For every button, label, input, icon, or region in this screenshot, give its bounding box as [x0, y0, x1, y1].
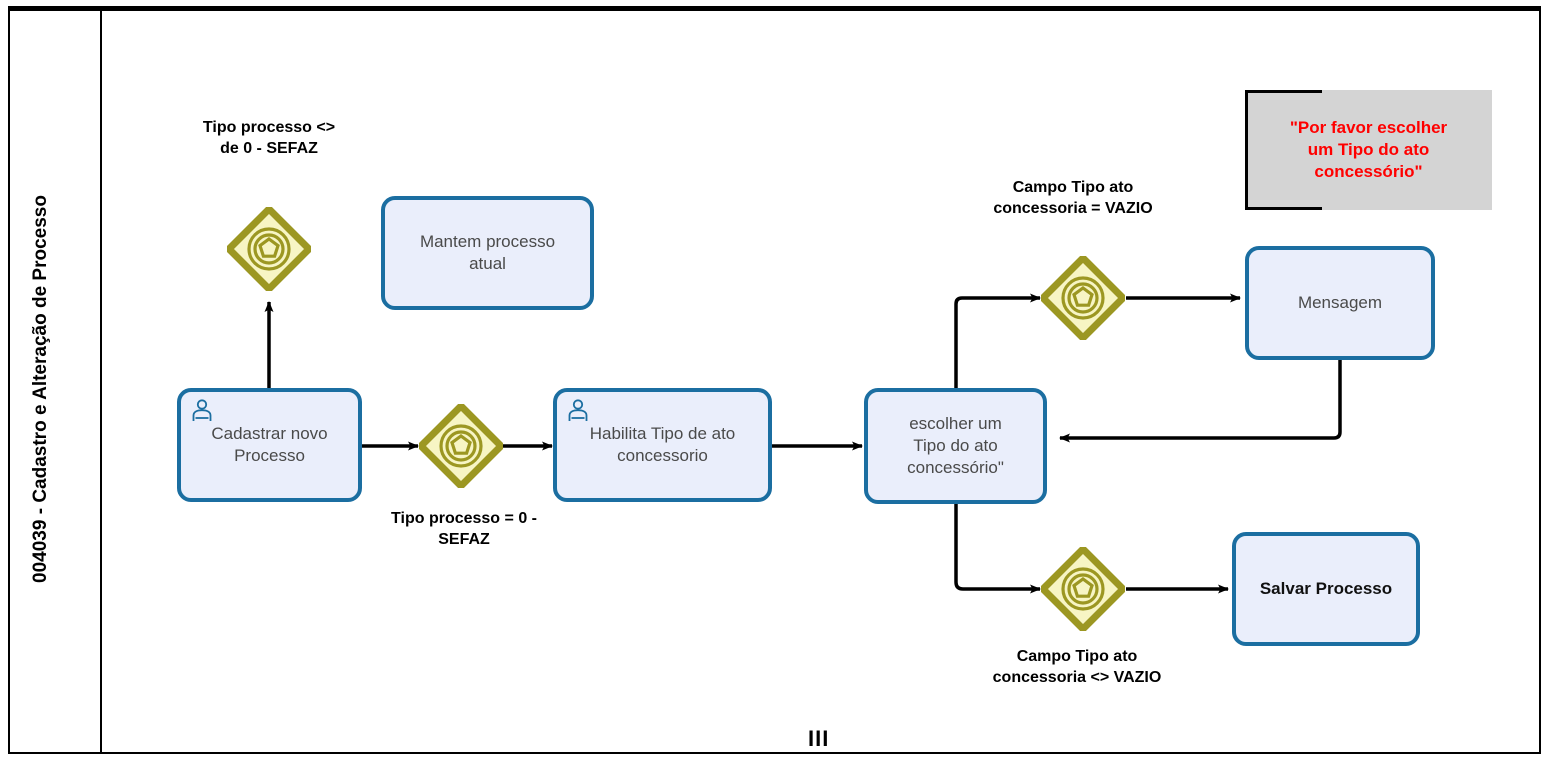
gateway-tipo-processo[interactable] [416, 401, 506, 491]
note-bracket-bottom [1245, 207, 1322, 210]
task-label: Mensagem [1297, 293, 1383, 313]
gateway-tipo-processo-nao-sefaz[interactable] [224, 204, 314, 294]
gateway-campo-vazio[interactable] [1038, 253, 1128, 343]
note-text: "Por favor escolher um Tipo do ato conce… [1289, 117, 1448, 182]
condition-label-campo-vazio: Campo Tipo ato concessoria = VAZIO [993, 179, 1153, 217]
task-label: Cadastrar novo Processo [211, 424, 328, 465]
condition-label-campo-nao-vazio: Campo Tipo ato concessoria <> VAZIO [992, 648, 1162, 686]
note-bracket-top [1245, 90, 1322, 93]
note-bracket-left [1245, 90, 1248, 210]
task-escolher-tipo-ato-concessorio[interactable]: escolher um Tipo do ato concessório" [864, 388, 1047, 504]
task-label: Mantem processo atual [419, 232, 556, 273]
user-icon [568, 399, 588, 421]
task-habilita-tipo-ato-concessorio[interactable]: Habilita Tipo de ato concessorio [553, 388, 772, 502]
lane-title: 004039 - Cadastro e Alteração de Process… [30, 195, 51, 583]
lane-divider [100, 8, 102, 752]
user-icon [192, 399, 212, 421]
condition-label-tipo-processo-igual-sefaz: Tipo processo = 0 - SEFAZ [391, 510, 537, 548]
task-mensagem[interactable]: Mensagem [1245, 246, 1435, 360]
note-mensagem-texto: "Por favor escolher um Tipo do ato conce… [1245, 90, 1492, 210]
condition-label-tipo-processo-diferente-sefaz: Tipo processo <> de 0 - SEFAZ [202, 119, 336, 157]
task-salvar-processo[interactable]: Salvar Processo [1232, 532, 1420, 646]
task-label: escolher um Tipo do ato concessório" [907, 414, 1004, 477]
gateway-campo-nao-vazio[interactable] [1038, 544, 1128, 634]
task-cadastrar-novo-processo[interactable]: Cadastrar novo Processo [177, 388, 362, 502]
task-label: Salvar Processo [1259, 579, 1393, 599]
pool-top-border [8, 6, 1541, 11]
bottom-marker: III [808, 726, 830, 751]
task-label: Habilita Tipo de ato concessorio [589, 424, 736, 465]
task-mantem-processo-atual[interactable]: Mantem processo atual [381, 196, 594, 310]
